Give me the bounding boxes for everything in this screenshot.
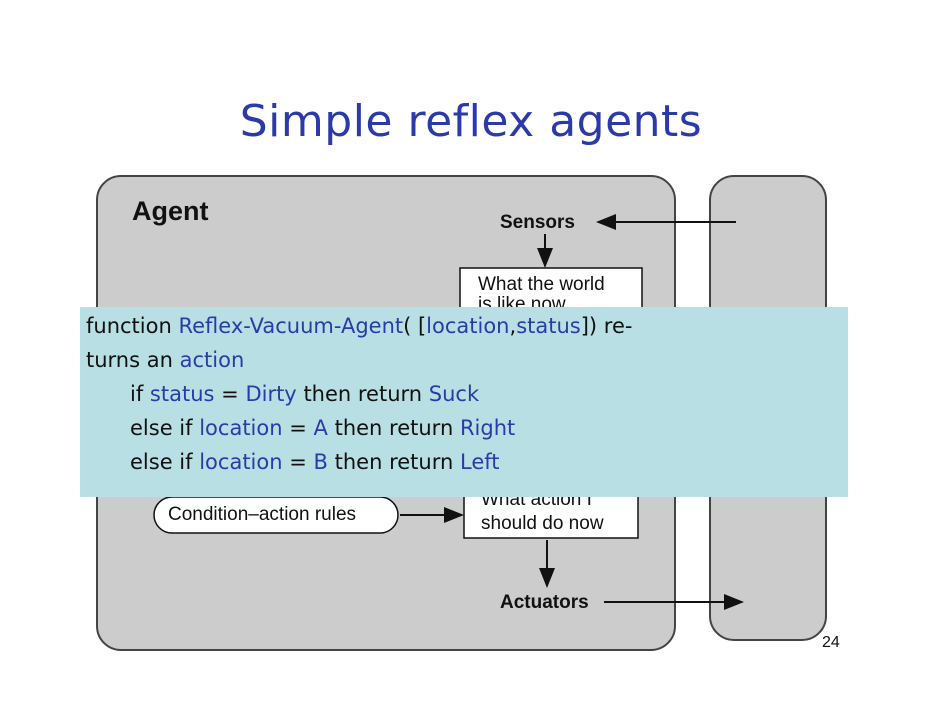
- actuators-label: Actuators: [500, 592, 589, 613]
- param-location: location: [426, 314, 510, 338]
- rules-label: Condition–action rules: [168, 504, 356, 525]
- suck-result: Suck: [428, 382, 480, 406]
- param-open: ( [: [403, 314, 427, 338]
- function-keyword: function: [86, 314, 172, 338]
- param-status: status: [516, 314, 581, 338]
- equals-sign: =: [289, 450, 307, 474]
- code-line-3: if status = Dirty then return Suck: [86, 377, 848, 411]
- equals-sign: =: [289, 416, 307, 440]
- action-box: [463, 489, 639, 539]
- then-return: then return: [303, 382, 423, 406]
- code-line-1: function Reflex-Vacuum-Agent( [location,…: [86, 309, 848, 343]
- rules-pill: [153, 496, 399, 534]
- pseudocode-box: function Reflex-Vacuum-Agent( [location,…: [80, 307, 848, 497]
- location-var: location: [199, 416, 283, 440]
- slide-title: Simple reflex agents: [239, 96, 703, 147]
- action-word: action: [179, 348, 245, 372]
- param-close: ]) re-: [580, 314, 633, 338]
- left-result: Left: [460, 450, 500, 474]
- if-keyword: if: [130, 382, 144, 406]
- code-line-4: else if location = A then return Right: [86, 411, 848, 445]
- else-if-keyword: else if: [130, 450, 193, 474]
- else-if-keyword: else if: [130, 416, 193, 440]
- then-return: then return: [334, 450, 454, 474]
- b-value: B: [313, 450, 328, 474]
- right-result: Right: [459, 416, 516, 440]
- then-return: then return: [334, 416, 454, 440]
- location-var: location: [199, 450, 283, 474]
- function-name: Reflex-Vacuum-Agent: [178, 314, 404, 338]
- param-comma: ,: [509, 314, 517, 338]
- a-value: A: [313, 416, 328, 440]
- code-line-2: turns an action: [86, 343, 848, 377]
- percept-box: [459, 267, 643, 309]
- sensors-label: Sensors: [500, 212, 575, 233]
- page-number: 24: [822, 634, 840, 651]
- agent-label: Agent: [132, 196, 209, 226]
- percept-box-line1: What the world: [478, 274, 605, 295]
- code-line-5: else if location = B then return Left: [86, 445, 848, 479]
- equals-sign: =: [221, 382, 239, 406]
- returns-text: turns an: [86, 348, 173, 372]
- status-var: status: [149, 382, 215, 406]
- action-box-line2: should do now: [481, 513, 604, 534]
- dirty-value: Dirty: [245, 382, 297, 406]
